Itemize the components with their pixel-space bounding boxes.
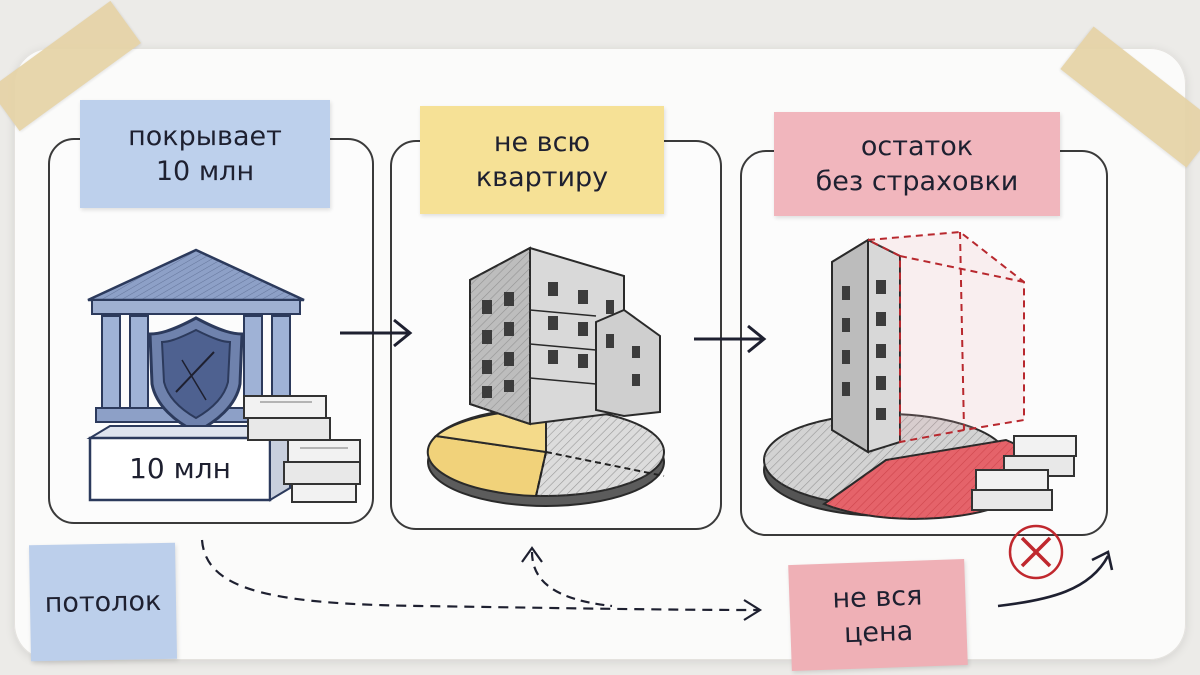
bank-amount-label: 10 млн (129, 452, 231, 485)
arrow-icon (694, 324, 767, 354)
arrow-icon (340, 318, 413, 348)
apartment-building-icon (831, 230, 1025, 454)
not-full-price-note: не вся цена (788, 558, 968, 672)
step-label-remainder-uninsured: остаток без страховки (774, 112, 1060, 216)
dashed-connector (200, 539, 763, 621)
money-stack-icon (971, 435, 1077, 511)
step-label-not-whole-apartment: не всю квартиру (420, 106, 664, 214)
step-label-covers: покрывает 10 млн (80, 100, 330, 208)
money-stack-icon (243, 395, 361, 503)
ceiling-note: потолок (28, 542, 178, 662)
pie-chart-icon (426, 407, 665, 507)
apartment-building-icon (469, 246, 661, 426)
arrow-icon (997, 550, 1114, 608)
cross-icon (1008, 524, 1064, 580)
bank-shield-icon (86, 248, 305, 502)
